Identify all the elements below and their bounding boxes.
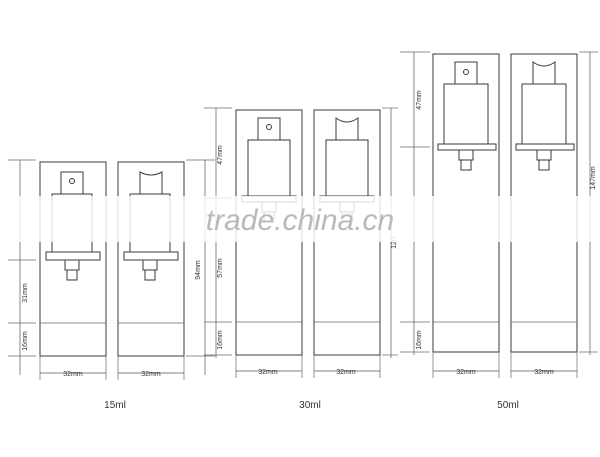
total-height-120: 120 [391,237,398,249]
height-label-57mm: 57mm [217,258,224,278]
height-label-31mm: 31mm [22,283,29,303]
width-label: 32mm [456,369,476,376]
capacity-label-30ml: 30ml [299,400,321,411]
height-label-47mm: 47mm [217,145,224,165]
width-label: 32mm [534,369,554,376]
capacity-label-15ml: 15ml [104,400,126,411]
group-30ml: 47mm 57mm 16mm 120 32mm [204,107,398,411]
width-label: 32mm [63,371,83,378]
height-label-47mm: 47mm [416,90,423,110]
height-label-16mm: 16mm [217,330,224,350]
total-height-94mm: 94mm [195,260,202,280]
height-label-16mm: 16mm [416,330,423,350]
bottle-15ml-pump [39,161,107,357]
bottle-15ml-cap [117,161,185,357]
height-label-16mm: 16mm [22,331,29,351]
width-label: 32mm [141,371,161,378]
watermark-text: trade.china.cn [206,204,394,237]
capacity-label-50ml: 50ml [497,400,519,411]
width-label: 32mm [336,369,356,376]
width-label: 32mm [258,369,278,376]
watermark-band [0,196,600,242]
total-height-147mm: 147mm [590,166,597,190]
